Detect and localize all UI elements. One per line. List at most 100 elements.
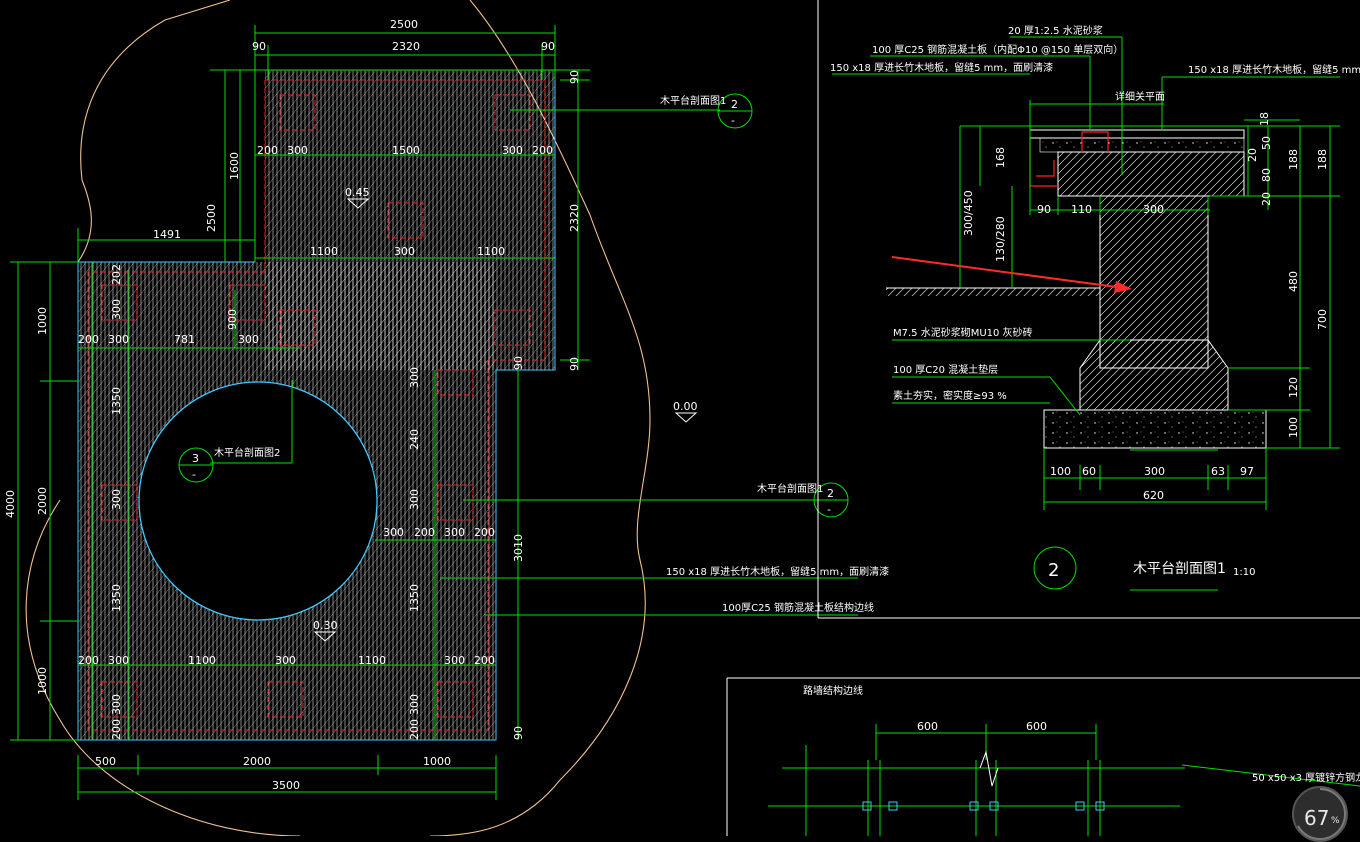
note-flush: 详细关平面 bbox=[1115, 90, 1165, 103]
dim-br-1100b: 1100 bbox=[358, 654, 386, 667]
dim-sb-97: 97 bbox=[1240, 465, 1254, 478]
dim-s-110: 110 bbox=[1071, 203, 1092, 216]
note-slab: 100 厚C25 钢筋混凝土板（内配Φ10 @150 单层双向） bbox=[872, 43, 1123, 56]
dim-90-left: 90 bbox=[252, 40, 266, 53]
note-slab-edge: 100厚C25 钢筋混凝土板结构边线 bbox=[722, 601, 874, 614]
zoom-value: 67 bbox=[1304, 806, 1330, 830]
dim-upper-1500: 1500 bbox=[392, 144, 420, 157]
concrete-base bbox=[1043, 409, 1267, 449]
dim-s-188a: 188 bbox=[1287, 149, 1300, 170]
dim-sb-100: 100 bbox=[1050, 465, 1071, 478]
dim-3010: 3010 bbox=[512, 534, 525, 562]
zoom-indicator[interactable]: 67 % bbox=[1292, 786, 1348, 842]
bubble-dash-b: - bbox=[192, 468, 196, 481]
dim-bottom-2000: 2000 bbox=[243, 755, 271, 768]
callout-label-c: 木平台剖面图1 bbox=[757, 482, 823, 495]
dim-sb-60: 60 bbox=[1082, 465, 1096, 478]
level-mark-000 bbox=[674, 412, 698, 423]
dim-rr-200b: 200 bbox=[474, 526, 495, 539]
dim-bottom-3500: 3500 bbox=[272, 779, 300, 792]
note-base: 100 厚C20 混凝土垫层 bbox=[893, 363, 998, 376]
dim-upper-300a: 300 bbox=[287, 144, 308, 157]
dim-lm-781: 781 bbox=[174, 333, 195, 346]
dim-rr-200a: 200 bbox=[414, 526, 435, 539]
title-bubble bbox=[1033, 546, 1077, 590]
structure-edges bbox=[87, 79, 546, 731]
dim-rr-300b: 300 bbox=[444, 526, 465, 539]
dim-202: 202 bbox=[110, 264, 123, 285]
lower-detail: 路墙结构边线 600 600 50 x50 x bbox=[768, 684, 1360, 836]
dim-right-90a: 90 bbox=[568, 70, 581, 84]
dim-s-300: 300 bbox=[1143, 203, 1164, 216]
dim-s-80: 80 bbox=[1260, 168, 1273, 182]
dim-200-lv: 200 bbox=[110, 719, 123, 740]
footing bbox=[1079, 339, 1229, 411]
dim-right-90b: 90 bbox=[568, 357, 581, 371]
rc-slab bbox=[1057, 151, 1245, 197]
dim-2500-left: 2500 bbox=[205, 204, 218, 232]
dim-168: 168 bbox=[994, 147, 1007, 168]
dim-br-300b: 300 bbox=[275, 654, 296, 667]
dim-1350c: 1350 bbox=[408, 584, 421, 612]
note-deck-left: 150 x18 厚进长竹木地板，留缝5 mm，面刷清漆 bbox=[830, 61, 1053, 74]
dim-130-280: 130/280 bbox=[994, 216, 1007, 262]
section-view: 20 厚1:2.5 水泥砂浆 100 厚C25 钢筋混凝土板（内配Φ10 @15… bbox=[830, 24, 1360, 591]
dim-mid-1100b: 1100 bbox=[477, 245, 505, 258]
bubble-dash-a: - bbox=[731, 114, 735, 127]
level-045: 0.45 bbox=[345, 186, 370, 199]
dim-sb-300: 300 bbox=[1144, 465, 1165, 478]
dim-s-90: 90 bbox=[1037, 203, 1051, 216]
site-boundary bbox=[25, 0, 651, 836]
note-wall: M7.5 水泥砂浆砌MU10 灰砂砖 bbox=[893, 326, 1033, 339]
dim-br-1100a: 1100 bbox=[188, 654, 216, 667]
sheet-frames bbox=[726, 0, 1360, 836]
dim-90-rv2: 90 bbox=[512, 726, 525, 740]
dim-300-rv1: 300 bbox=[408, 367, 421, 388]
dim-s-100: 100 bbox=[1287, 417, 1300, 438]
dim-s-700: 700 bbox=[1316, 309, 1329, 330]
dim-lm-300: 300 bbox=[108, 333, 129, 346]
title-bubble-num: 2 bbox=[1048, 560, 1059, 581]
dim-s-188b: 188 bbox=[1316, 149, 1329, 170]
dim-s-18: 18 bbox=[1258, 112, 1271, 126]
section-title: 木平台剖面图1 bbox=[1133, 561, 1226, 577]
dim-upper-200a: 200 bbox=[257, 144, 278, 157]
tree-opening bbox=[138, 381, 378, 621]
dim-2320: 2320 bbox=[392, 40, 420, 53]
dim-bottom-500: 500 bbox=[95, 755, 116, 768]
note-decking: 150 x18 厚进长竹木地板，留缝5 mm，面刷清漆 bbox=[666, 565, 889, 578]
dim-90-rv: 90 bbox=[512, 356, 525, 370]
note-steel: 50 x50 x3 厚镀锌方钢龙骨 bbox=[1252, 771, 1360, 784]
dim-300-rv3: 300 bbox=[408, 694, 421, 715]
dim-900: 900 bbox=[226, 309, 239, 330]
dim-br-200a: 200 bbox=[78, 654, 99, 667]
dim-lm-300b: 300 bbox=[238, 333, 259, 346]
level-mark-030 bbox=[313, 631, 337, 642]
dim-300-v: 300 bbox=[110, 299, 123, 320]
dim-s-50: 50 bbox=[1260, 136, 1273, 150]
level-mark-045 bbox=[346, 198, 370, 209]
bubble-num-a: 2 bbox=[731, 98, 738, 111]
dim-2500: 2500 bbox=[390, 18, 418, 31]
ground-hatch bbox=[886, 288, 1100, 296]
note-wall-edge: 路墙结构边线 bbox=[803, 684, 863, 697]
dim-300-lv2: 300 bbox=[110, 694, 123, 715]
dim-300-lv: 300 bbox=[110, 489, 123, 510]
dim-90-right: 90 bbox=[541, 40, 555, 53]
bubble-num-b: 3 bbox=[192, 452, 199, 465]
dim-br-200b: 200 bbox=[474, 654, 495, 667]
bubble-dash-c: - bbox=[827, 503, 831, 516]
dim-right-2320: 2320 bbox=[568, 204, 581, 232]
note-deck-right: 150 x18 厚进长竹木地板，留缝5 mm，面 bbox=[1188, 63, 1360, 76]
dim-s-20b: 20 bbox=[1260, 192, 1273, 206]
plan-view: 2500 90 2320 90 90 2320 90 200 300 1500 … bbox=[4, 0, 889, 836]
dim-240: 240 bbox=[408, 429, 421, 450]
note-soil: 素土夯实，密实度≥93 % bbox=[893, 389, 1007, 402]
dim-s-120: 120 bbox=[1287, 377, 1300, 398]
dim-mid-1100a: 1100 bbox=[310, 245, 338, 258]
dim-left-4000: 4000 bbox=[4, 490, 17, 518]
dim-rr-300a: 300 bbox=[383, 526, 404, 539]
level-000: 0.00 bbox=[673, 400, 698, 413]
level-030: 0.30 bbox=[313, 619, 338, 632]
